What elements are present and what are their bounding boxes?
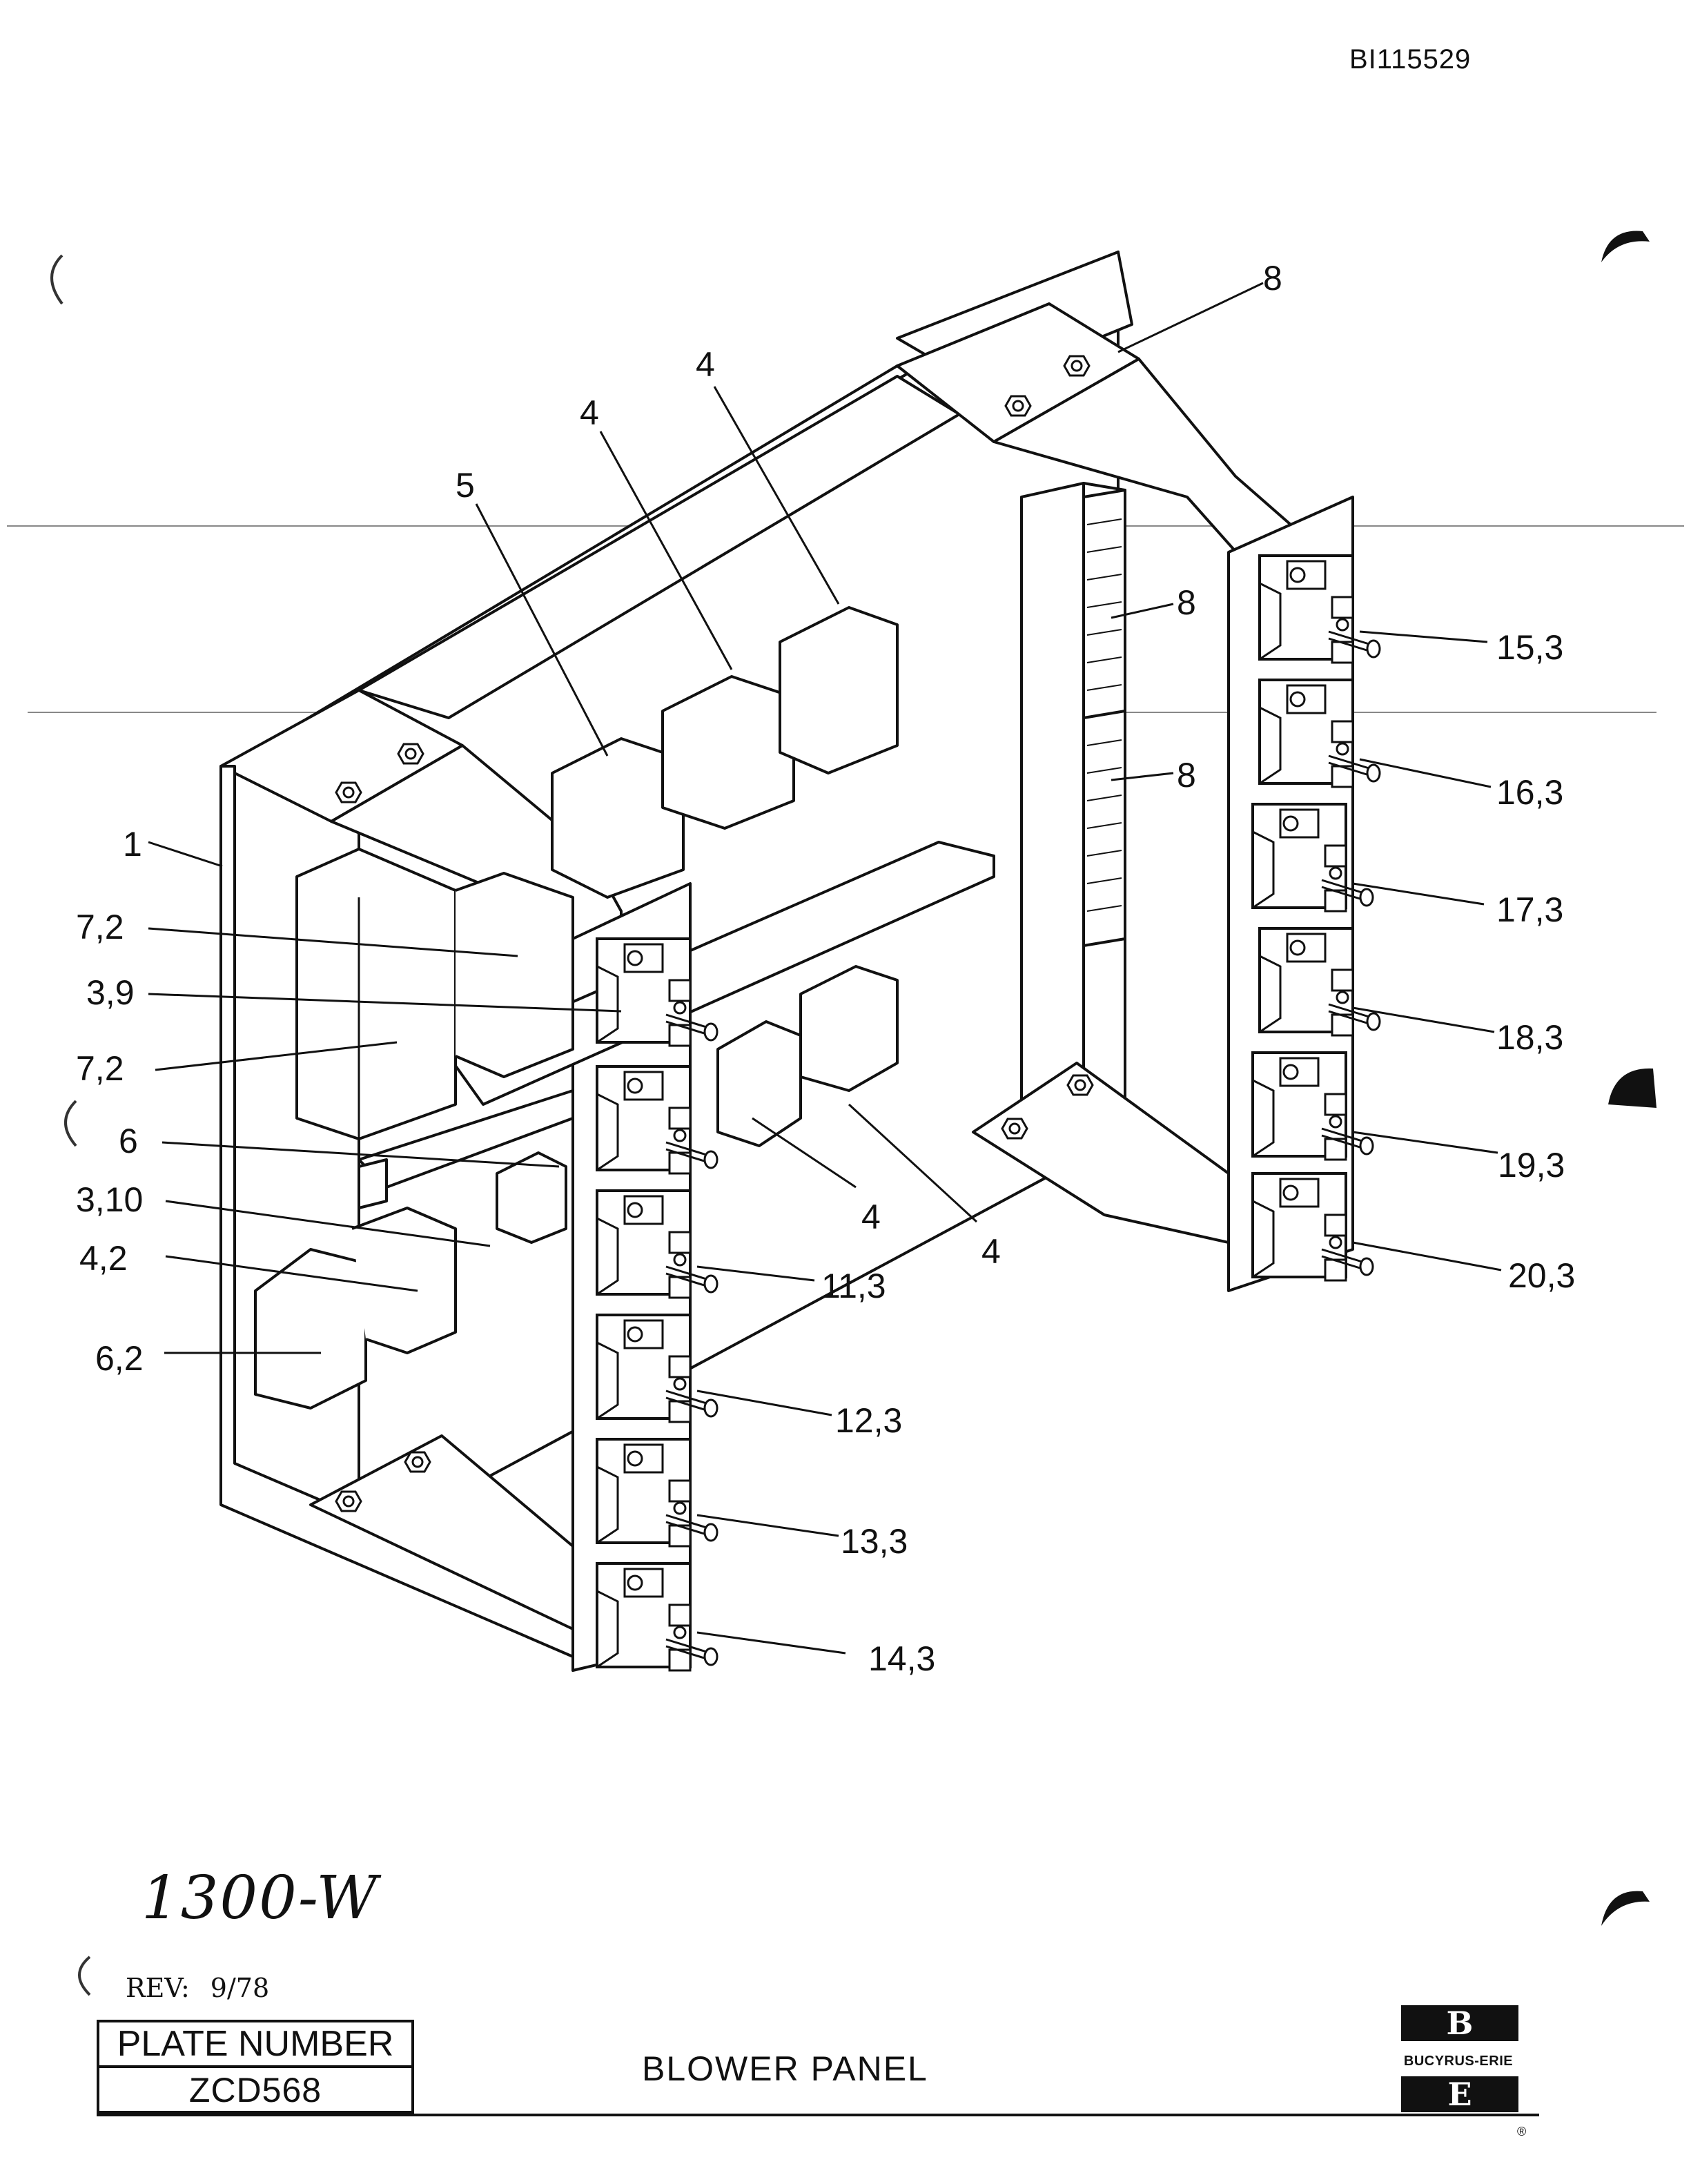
callout-8-strip-upper: 8 <box>1177 583 1196 622</box>
margin-mark <box>64 1100 77 1147</box>
plate-number-label: PLATE NUMBER <box>99 2022 411 2068</box>
margin-mark <box>50 254 63 305</box>
plate-number-value: ZCD568 <box>188 2071 322 2109</box>
registered-mark: ® <box>1517 2125 1527 2138</box>
callout-5: 5 <box>456 466 475 505</box>
revision: REV: 9/78 <box>126 1973 269 2003</box>
callout-11-3: 11,3 <box>821 1267 886 1305</box>
callout-4-upper-a: 4 <box>580 393 599 432</box>
drawing-title: BLOWER PANEL <box>642 2049 928 2088</box>
callout-19-3: 19,3 <box>1498 1146 1565 1184</box>
document-id: BI115529 <box>1349 44 1472 75</box>
plate-number-box: PLATE NUMBER ZCD568 <box>97 2020 414 2114</box>
callout-4-middle-a: 4 <box>861 1198 881 1236</box>
logo-top-block: B <box>1401 2005 1518 2041</box>
binder-hole <box>1601 1891 1650 1926</box>
callout-15-3: 15,3 <box>1496 628 1563 667</box>
callout-16-3: 16,3 <box>1496 773 1563 812</box>
leader-lines <box>148 282 1502 1655</box>
revision-value: 9/78 <box>210 1973 270 2003</box>
binder-hole <box>1601 231 1650 262</box>
handwritten-model-note: 1300-W <box>141 1864 379 1933</box>
callout-3-9: 3,9 <box>86 973 135 1012</box>
revision-label: REV: <box>126 1973 190 2003</box>
callout-4-upper-b: 4 <box>696 345 715 384</box>
callout-17-3: 17,3 <box>1496 890 1563 929</box>
callout-6-2: 6,2 <box>95 1339 144 1378</box>
callout-12-3: 12,3 <box>835 1401 902 1440</box>
title-block-rule <box>97 2114 1539 2116</box>
callout-14-3: 14,3 <box>868 1639 935 1678</box>
logo-company-name: BUCYRUS-ERIE <box>1403 2054 1514 2069</box>
callout-1: 1 <box>123 825 142 864</box>
callout-8-top: 8 <box>1263 259 1282 298</box>
terminal-strip-lines <box>1086 518 1122 912</box>
callout-6: 6 <box>119 1122 138 1160</box>
callout-13-3: 13,3 <box>841 1522 908 1561</box>
callout-4-middle-b: 4 <box>981 1232 1001 1271</box>
logo-bottom-block: E <box>1401 2076 1518 2112</box>
callout-7-2-lower: 7,2 <box>76 1049 124 1088</box>
margin-mark <box>78 1956 91 1996</box>
binder-hole <box>1608 1068 1656 1108</box>
callout-3-10: 3,10 <box>76 1180 143 1219</box>
callout-18-3: 18,3 <box>1496 1018 1563 1057</box>
components <box>254 489 1126 1410</box>
callout-labels: 1 7,2 3,9 7,2 6 3,10 4,2 6,2 5 4 4 8 8 8… <box>76 259 1575 1678</box>
callout-20-3: 20,3 <box>1508 1256 1575 1295</box>
callout-7-2-upper: 7,2 <box>76 908 124 946</box>
callout-8-strip-lower: 8 <box>1177 756 1196 794</box>
callout-4-2: 4,2 <box>79 1239 128 1278</box>
panel-frame <box>219 251 1354 1672</box>
